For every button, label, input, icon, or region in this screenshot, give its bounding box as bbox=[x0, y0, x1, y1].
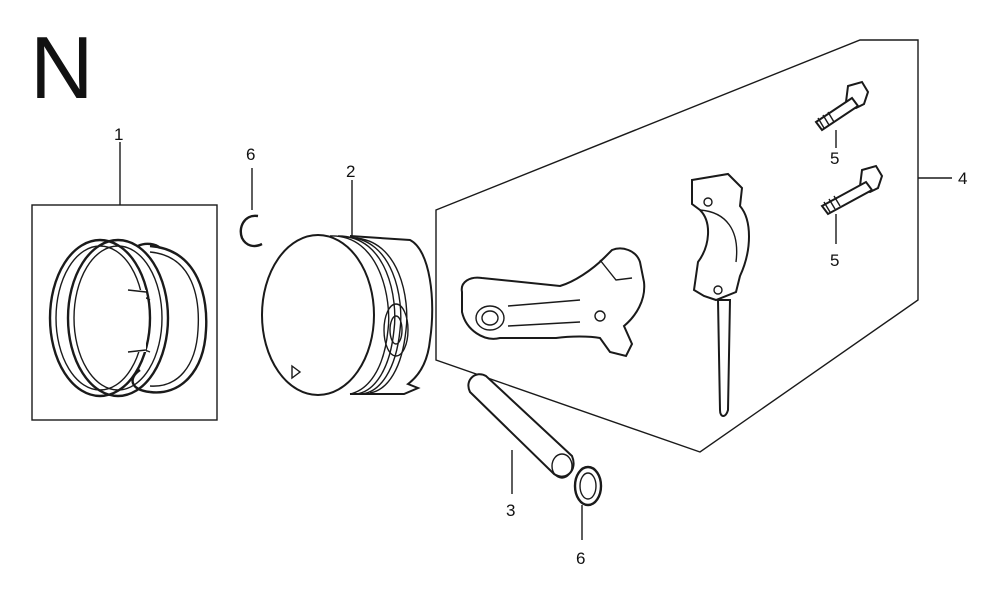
section-letter: N bbox=[30, 18, 94, 117]
piston-ring-set bbox=[31, 204, 218, 421]
callout-2: 2 bbox=[346, 162, 355, 181]
callout-1: 1 bbox=[114, 125, 123, 144]
pin-clip-upper bbox=[239, 214, 263, 248]
rod-cap bbox=[691, 172, 750, 417]
callout-4: 4 bbox=[958, 169, 967, 188]
callout-3: 3 bbox=[506, 501, 515, 520]
callout-5-upper: 5 bbox=[830, 149, 839, 168]
pin-clip-lower bbox=[573, 465, 603, 507]
callout-6-lower: 6 bbox=[576, 549, 585, 568]
piston-ring-set-box bbox=[31, 204, 218, 421]
callout-6-upper: 6 bbox=[246, 145, 255, 164]
rod-bolt-lower bbox=[820, 164, 884, 216]
piston-pin bbox=[467, 373, 575, 479]
rod-bolt-upper bbox=[814, 80, 870, 132]
connecting-rod-set-box bbox=[435, 39, 919, 453]
piston bbox=[261, 234, 434, 396]
callout-5-lower: 5 bbox=[830, 251, 839, 270]
connecting-rod bbox=[460, 247, 646, 358]
